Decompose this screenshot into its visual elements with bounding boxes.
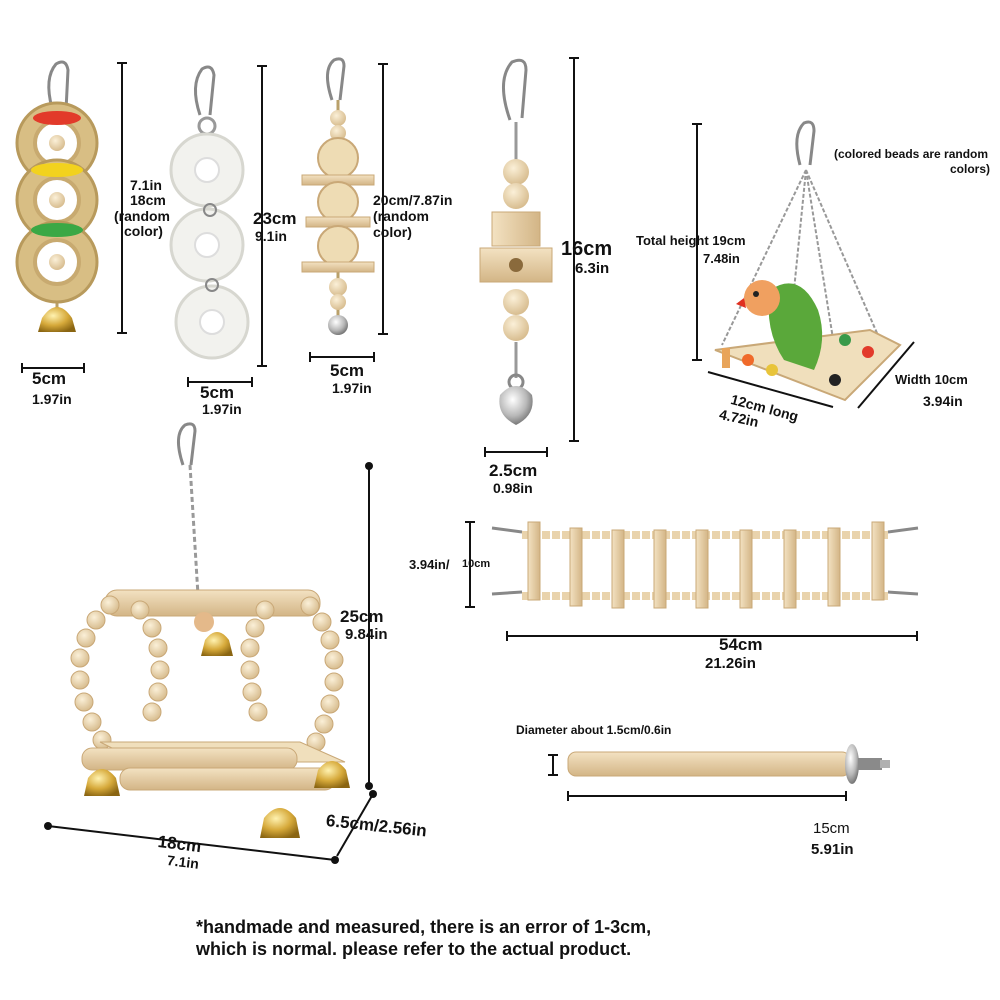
item2-height-cm: 23cm	[253, 209, 297, 228]
swing-toy	[714, 120, 902, 402]
item2-height-in: 9.1in	[255, 228, 287, 244]
item2-width-cm: 5cm	[200, 383, 235, 402]
item4-width-cm: 2.5cm	[489, 461, 538, 480]
footnote-line-1: *handmade and measured, there is an erro…	[196, 917, 652, 937]
item6-height-in: 9.84in	[345, 626, 388, 643]
item5-note-1: (colored beads are random	[834, 147, 989, 161]
item7-length-in: 21.26in	[705, 655, 756, 672]
item3-note-2: color)	[373, 224, 412, 240]
straw-ball-toy	[15, 60, 99, 332]
item1-note-2: color)	[124, 223, 163, 239]
perch-toy	[567, 744, 890, 784]
item5-height-in: 7.48in	[703, 251, 740, 266]
item3-height: 20cm/7.87in	[373, 192, 453, 208]
item4-height-in: 6.3in	[575, 260, 610, 277]
wood-bead-toy	[479, 58, 553, 425]
item5-height-cm: Total height 19cm	[636, 233, 746, 248]
item6-height-cm: 25cm	[340, 607, 384, 626]
item1-width-cm: 5cm	[32, 369, 67, 388]
item5-note-2: colors)	[950, 162, 991, 176]
rattan-toy	[301, 57, 375, 335]
item3-width-in: 1.97in	[332, 380, 372, 396]
item8-diameter: Diameter about 1.5cm/0.6in	[516, 723, 672, 737]
loofah-toy	[169, 65, 250, 360]
item5-width-in: 3.94in	[923, 393, 963, 409]
item3-note-1: (random	[373, 208, 429, 224]
item4-width-in: 0.98in	[493, 480, 533, 496]
item8-length-in: 5.91in	[811, 841, 854, 858]
item7-height-in: 3.94in/	[409, 557, 450, 572]
item7-height-cm: 10cm	[462, 558, 491, 570]
item1-width-in: 1.97in	[32, 391, 72, 407]
footnote-line-2: which is normal. please refer to the act…	[196, 939, 632, 959]
bead-arches	[70, 595, 344, 752]
item1-height-in: 7.1in	[130, 177, 162, 193]
item8-length-cm: 15cm	[813, 820, 850, 837]
item1-height-cm: 18cm	[130, 192, 166, 208]
dimension-lines	[21, 57, 918, 861]
item2-width-in: 1.97in	[202, 401, 242, 417]
item3-width-cm: 5cm	[330, 361, 365, 380]
item1-note-1: (random	[114, 208, 170, 224]
item4-height-cm: 16cm	[561, 238, 613, 260]
bridge-toy	[70, 422, 350, 838]
item7-length-cm: 54cm	[719, 635, 763, 654]
ladder-toy	[491, 521, 919, 609]
item5-width-cm: Width 10cm	[895, 372, 968, 387]
